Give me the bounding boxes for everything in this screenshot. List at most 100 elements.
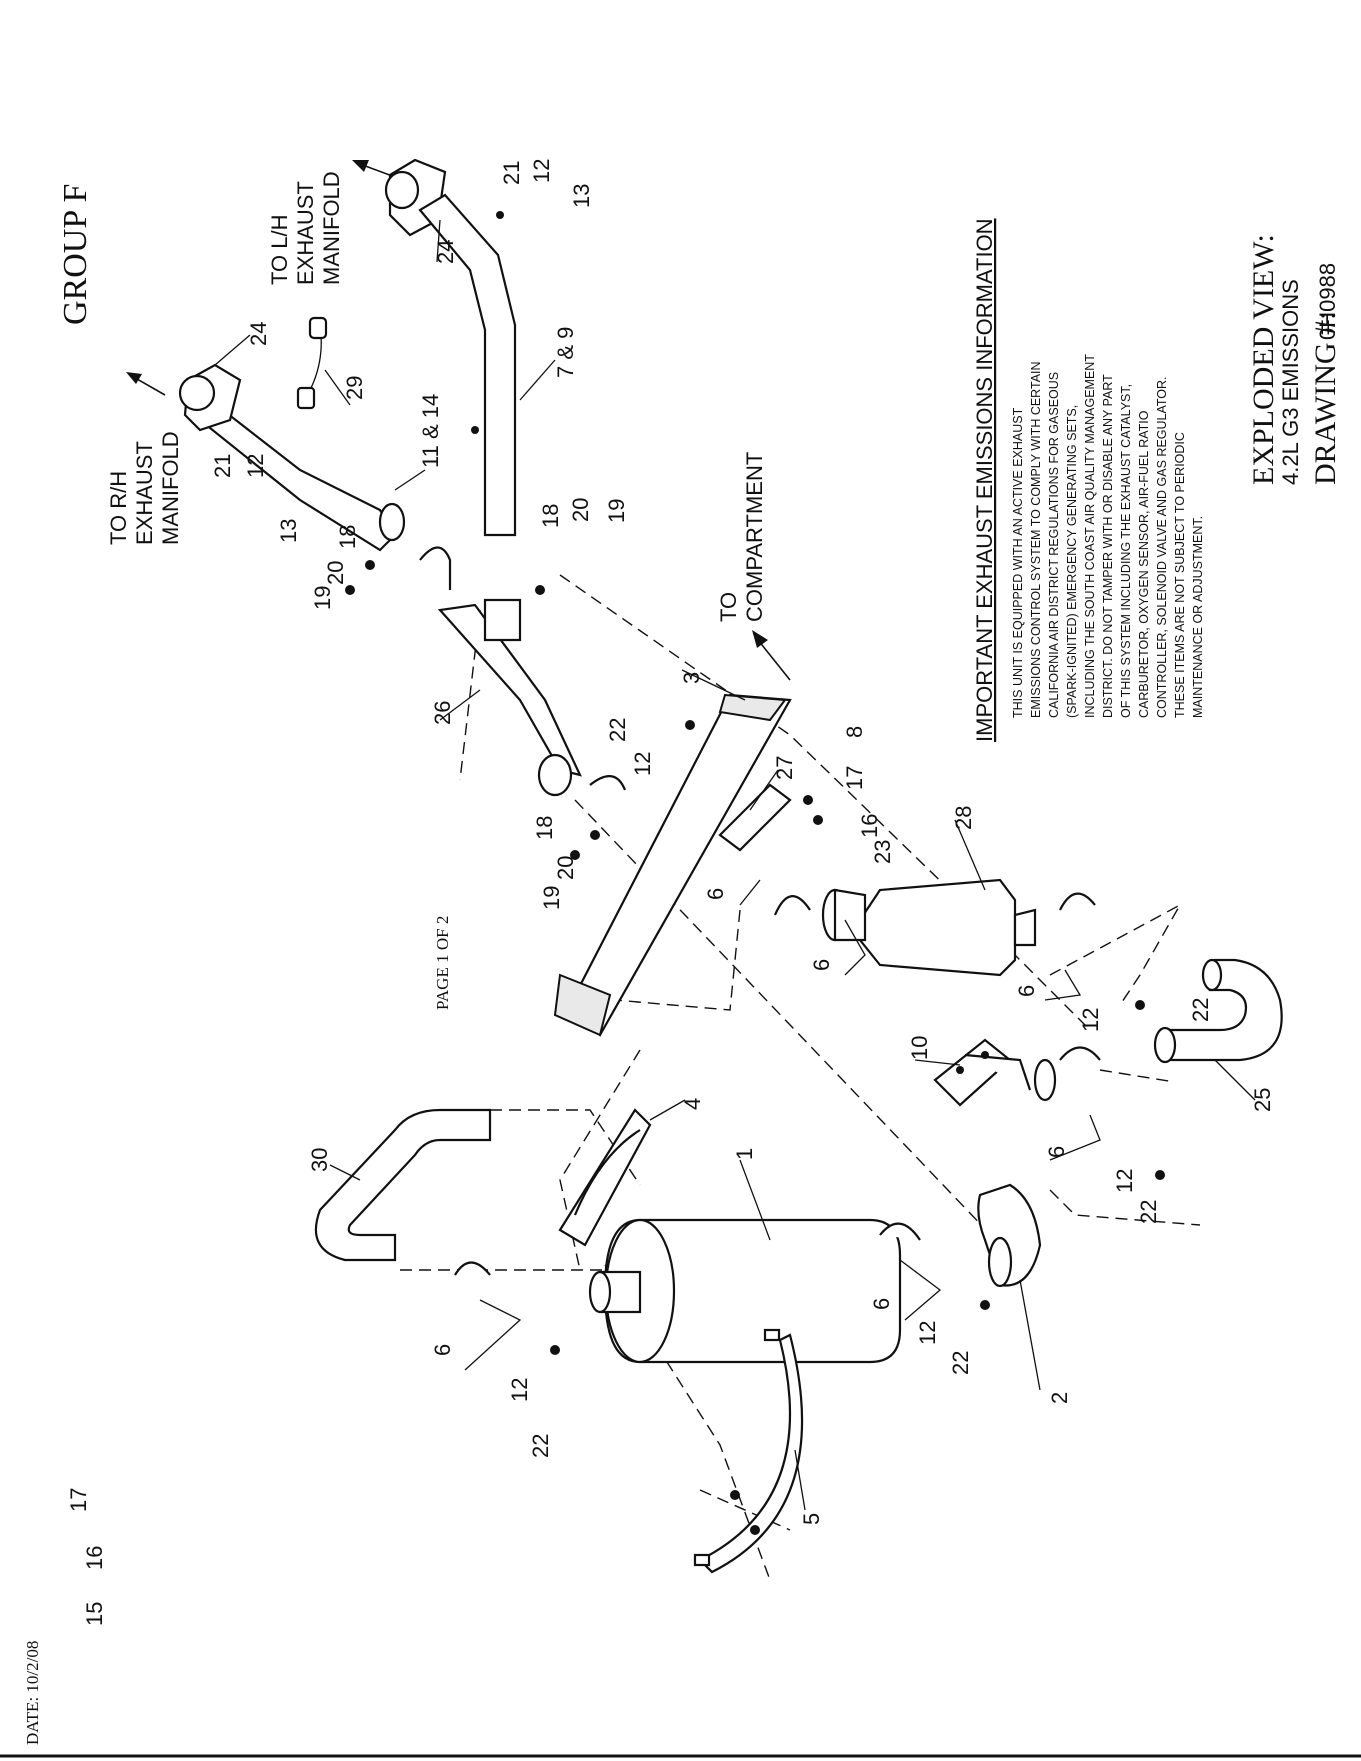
part-27-plate (718, 783, 792, 852)
callout-24: 24 (246, 322, 271, 346)
view-title: EXPLODED VIEW: (1247, 234, 1280, 485)
arrow-icon (752, 630, 791, 681)
callout-21: 21 (210, 454, 235, 478)
direction-rh-manifold: TO R/H EXHAUST MANIFOLD (106, 431, 183, 545)
callout-13: 13 (276, 519, 301, 543)
notice-line: DISTRICT. DO NOT TAMPER WITH OR DISABLE … (1101, 374, 1115, 718)
callout-4: 4 (680, 1098, 705, 1110)
callout-26: 26 (430, 701, 455, 725)
callout-6: 6 (809, 959, 834, 971)
svg-text:TO: TO (716, 592, 741, 622)
part-3-rail (553, 693, 792, 1037)
callout-10: 10 (907, 1036, 932, 1060)
svg-text:TO R/H: TO R/H (106, 471, 131, 545)
emissions-notice: IMPORTANT EXHAUST EMISSIONS INFORMATION … (972, 218, 1205, 742)
callout-17: 17 (842, 766, 867, 790)
callout-12: 12 (1078, 1008, 1103, 1032)
notice-line: THESE ITEMS ARE NOT SUBJECT TO PERIODIC (1173, 432, 1187, 718)
callout-17: 17 (66, 1488, 91, 1512)
callout-22: 22 (605, 718, 630, 742)
svg-text:MANIFOLD: MANIFOLD (319, 171, 344, 285)
callout-19: 19 (604, 499, 629, 523)
svg-text:COMPARTMENT: COMPARTMENT (742, 452, 767, 622)
callout-1: 1 (732, 1148, 757, 1160)
callout-12: 12 (529, 159, 554, 183)
svg-text:MANIFOLD: MANIFOLD (158, 431, 183, 545)
callout-20: 20 (553, 856, 578, 880)
callout-8: 8 (842, 726, 867, 738)
callout-15: 15 (82, 1602, 107, 1626)
arrow-icon (352, 160, 396, 178)
callout-7-9: 7 & 9 (553, 327, 578, 378)
callout-19: 19 (539, 886, 564, 910)
callout-3: 3 (679, 672, 704, 684)
callout-12: 12 (630, 752, 655, 776)
part-5-strap (693, 1328, 804, 1574)
callout-20: 20 (323, 561, 348, 585)
group-title: GROUP F (57, 184, 94, 325)
drawing-number: 0H0988 (1315, 263, 1340, 340)
part-24-flange (178, 363, 242, 432)
hardware (345, 211, 1165, 1535)
callout-12: 12 (243, 454, 268, 478)
notice-line: CONTROLLER, SOLENOID VALVE AND GAS REGUL… (1155, 376, 1169, 718)
callout-28: 28 (951, 806, 976, 830)
drawing-date: DATE: 10/2/08 (23, 1641, 42, 1745)
callout-12: 12 (915, 1321, 940, 1345)
callout-6: 6 (430, 1344, 455, 1356)
notice-line: CARBURETOR, OXYGEN SENSOR, AIR-FUEL RATI… (1137, 410, 1151, 718)
callout-6: 6 (869, 1298, 894, 1310)
callout-16: 16 (82, 1546, 107, 1570)
callout-29: 29 (342, 376, 367, 400)
callout-12: 12 (507, 1378, 532, 1402)
callout-6: 6 (1044, 1146, 1069, 1158)
part-25-return-pipe (1153, 958, 1283, 1064)
callout-18: 18 (335, 525, 360, 549)
svg-text:EXHAUST: EXHAUST (293, 181, 318, 285)
callout-5: 5 (799, 1513, 824, 1525)
part-30-tailpipe (314, 1108, 492, 1262)
callout-11-14: 11 & 14 (418, 394, 443, 468)
notice-line: OF THIS SYSTEM INCLUDING THE EXHAUST CAT… (1119, 384, 1133, 718)
part-7-9-lh-pipe (418, 193, 517, 537)
callout-22: 22 (948, 1351, 973, 1375)
notice-line: CALIFORNIA AIR DISTRICT REGULATIONS FOR … (1047, 372, 1061, 718)
notice-line: EMISSIONS CONTROL SYSTEM TO COMPLY WITH … (1029, 361, 1043, 718)
callout-16: 16 (857, 814, 882, 838)
callout-6: 6 (1014, 985, 1039, 997)
callout-13: 13 (569, 184, 594, 208)
callout-18: 18 (532, 816, 557, 840)
callout-21: 21 (499, 161, 524, 185)
callout-30: 30 (307, 1148, 332, 1172)
callout-20: 20 (568, 498, 593, 522)
direction-lh-manifold: TO L/H EXHAUST MANIFOLD (267, 171, 344, 285)
callout-23: 23 (870, 840, 895, 864)
part-11-14-rh-pipe (198, 398, 406, 552)
callout-22: 22 (1136, 1200, 1161, 1224)
svg-text:TO L/H: TO L/H (267, 214, 292, 285)
callout-22: 22 (528, 1434, 553, 1458)
page-number: PAGE 1 OF 2 (433, 916, 452, 1010)
notice-line: MAINTENANCE OR ADJUSTMENT. (1191, 516, 1205, 718)
notice-line: (SPARK-IGNITED) EMERGENCY GENERATING SET… (1065, 405, 1079, 718)
callout-18: 18 (538, 504, 563, 528)
part-1-muffler (588, 1218, 902, 1364)
leader-lines (214, 219, 1256, 1511)
direction-compartment: TO COMPARTMENT (716, 452, 767, 622)
callout-22: 22 (1188, 998, 1213, 1022)
callout-19: 19 (310, 586, 335, 610)
callout-6: 6 (703, 888, 728, 900)
part-26-y-pipe (437, 598, 582, 797)
arrow-icon (126, 372, 166, 396)
callout-27: 27 (772, 756, 797, 780)
part-10-bracket (933, 1038, 1057, 1107)
notice-title: IMPORTANT EXHAUST EMISSIONS INFORMATION (972, 218, 997, 742)
part-29-oxygen-sensor (296, 316, 328, 410)
callout-25: 25 (1250, 1088, 1275, 1112)
svg-text:EXHAUST: EXHAUST (132, 441, 157, 545)
drawing-number-label: DRAWING #: (1309, 312, 1342, 485)
notice-line: INCLUDING THE SOUTH COAST AIR QUALITY MA… (1083, 354, 1097, 718)
part-4-saddle (558, 1108, 652, 1247)
